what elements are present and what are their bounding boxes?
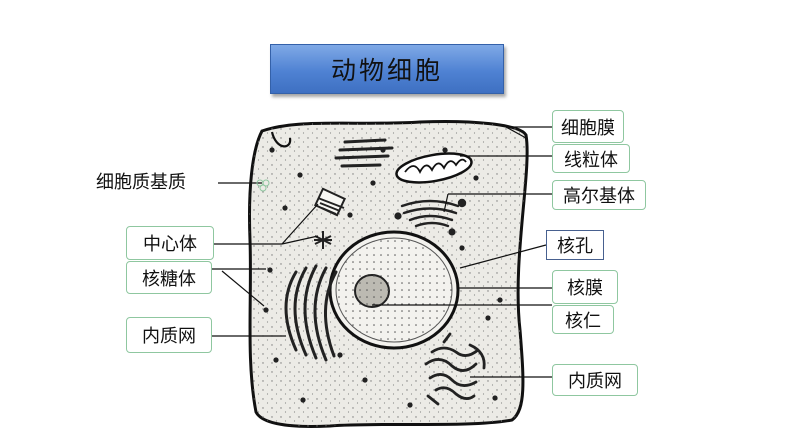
cytoplasm-marker [256,179,270,192]
label-cytoplasm-matrix: 细胞质基质 [96,172,186,193]
label-er-right: 内质网 [552,364,638,396]
nucleus-shape [328,230,460,350]
page-title: 动物细胞 [330,56,443,85]
label-cell-membrane: 细胞膜 [552,110,624,143]
golgi-shape [394,198,467,236]
er-left-shape [284,264,338,362]
label-ribosome: 核糖体 [126,261,212,294]
label-nucleolus: 核仁 [552,305,614,334]
label-centrosome: 中心体 [126,226,214,260]
label-nuclear-membrane: 核膜 [552,270,618,304]
label-er-left: 内质网 [126,317,212,353]
leader-lines [212,126,552,378]
label-nuclear-pore: 核孔 [546,230,604,260]
er-right-shape [424,332,486,406]
label-golgi: 高尔基体 [552,180,646,210]
title-box: 动物细胞 [270,44,504,94]
er-top [334,138,394,168]
label-mitochondrion: 线粒体 [552,144,630,173]
centrosome-shape [313,187,347,249]
mitochondrion-shape [395,152,473,184]
